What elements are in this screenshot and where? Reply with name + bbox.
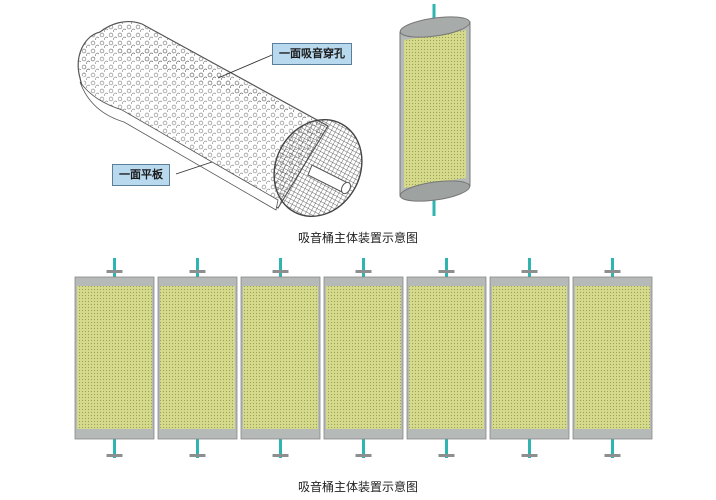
row-cylinder xyxy=(406,258,487,458)
callout-flat: 一面平板 xyxy=(112,164,170,186)
row-cylinder xyxy=(489,258,570,458)
row-cylinder xyxy=(157,258,238,458)
row-cylinder xyxy=(323,258,404,458)
row-cylinder xyxy=(74,258,155,458)
caption-bottom: 吸音桶主体装置示意图 xyxy=(297,480,418,494)
row-cylinder xyxy=(240,258,321,458)
row-cylinder xyxy=(572,258,653,458)
perforated-cylinder-sketch xyxy=(77,20,363,218)
callout-perforated: 一面吸音穿孔 xyxy=(272,43,352,65)
cylinder-row xyxy=(74,258,653,458)
caption-top: 吸音桶主体装置示意图 xyxy=(297,231,418,245)
rendered-cylinder xyxy=(399,4,471,216)
